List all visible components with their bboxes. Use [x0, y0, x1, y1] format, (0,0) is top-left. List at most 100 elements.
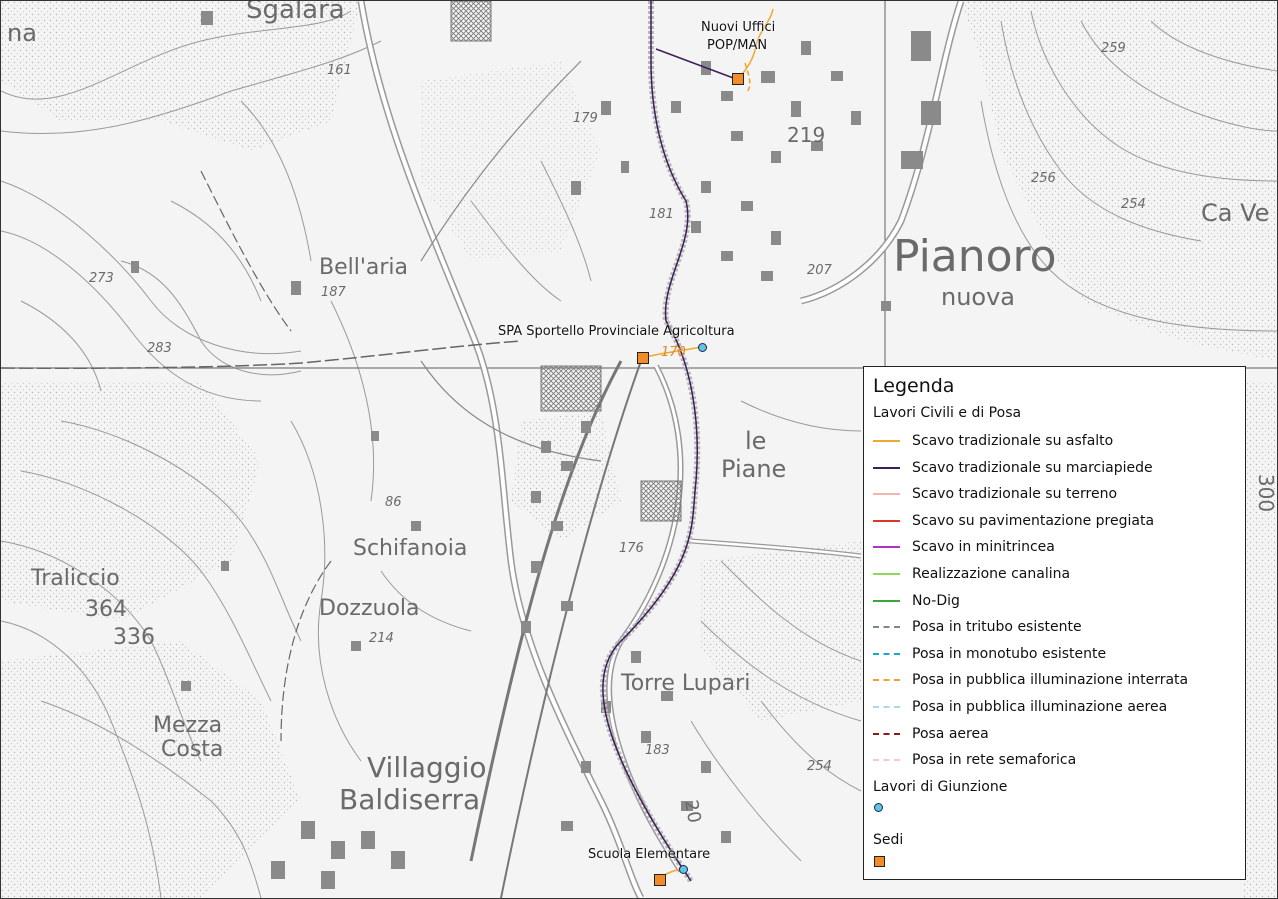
site-label-popman-line2: POP/MAN — [707, 38, 768, 53]
legend-item: Scavo in minitrincea — [873, 534, 1055, 560]
legend-group-sedi: Sedi — [873, 832, 904, 848]
legend-item-label: Realizzazione canalina — [912, 566, 1071, 582]
place-label: Villaggio — [367, 751, 487, 784]
place-label: na — [7, 19, 37, 47]
contour-lines — [1, 10, 1277, 898]
place-label: Traliccio — [31, 566, 120, 591]
legend-item: Scavo su pavimentazione pregiata — [873, 508, 1154, 534]
legend-item: Scavo tradizionale su marciapiede — [873, 455, 1153, 481]
legend-site-symbol — [874, 856, 885, 867]
spot-elevation: 283 — [147, 341, 172, 356]
legend-item: Posa in pubblica illuminazione interrata — [873, 667, 1188, 693]
legend-item-label: Posa in pubblica illuminazione aerea — [912, 699, 1168, 715]
legend-title: Legenda — [873, 375, 955, 397]
place-label: Pianoro — [893, 231, 1057, 282]
place-label: Torre Lupari — [621, 671, 751, 696]
spot-elevation: 86 — [385, 495, 402, 510]
legend-item: No-Dig — [873, 588, 960, 614]
spot-elevation: 179 — [573, 111, 598, 126]
place-label: Dozzuola — [319, 596, 420, 621]
site-marker-popman[interactable] — [732, 73, 744, 85]
place-label: Piane — [721, 455, 787, 483]
legend-item-label: Posa aerea — [912, 725, 989, 742]
legend-item: Realizzazione canalina — [873, 561, 1070, 587]
legend-item: Posa in monotubo esistente — [873, 641, 1106, 667]
legend-line-swatch — [873, 679, 900, 682]
spot-elevation: 259 — [1101, 41, 1126, 56]
place-label: le — [745, 427, 767, 455]
legend-item-label: Posa in tritubo esistente — [912, 619, 1082, 636]
site-label-scuola: Scuola Elementare — [588, 847, 711, 862]
route-sidewalk-branch[interactable] — [655, 48, 737, 80]
legend-item: Posa in rete semaforica — [873, 747, 1076, 773]
place-label: nuova — [941, 283, 1016, 311]
legend-line-swatch — [873, 573, 900, 575]
legend-line-swatch — [873, 466, 900, 469]
spot-elevation: 254 — [807, 759, 832, 774]
legend-item-label: Scavo in minitrincea — [912, 539, 1055, 556]
junction-point[interactable] — [679, 865, 688, 874]
route-illuminazione-dashed[interactable] — [744, 62, 751, 94]
legend-line-swatch — [873, 599, 900, 602]
place-label: Bell'aria — [319, 255, 409, 280]
place-label: Sgalara — [246, 0, 345, 25]
spot-elevation: 219 — [787, 123, 826, 147]
legend-item: Posa in tritubo esistente — [873, 614, 1082, 640]
legend-line-swatch — [873, 440, 900, 442]
legend-line-swatch — [873, 546, 900, 549]
legend-junction-symbol — [874, 803, 883, 812]
spot-elevation: 161 — [327, 63, 352, 78]
site-label-spa: SPA Sportello Provinciale Agricoltura — [498, 324, 735, 339]
route-tritubo[interactable] — [599, 1, 701, 883]
legend-group-giunzione: Lavori di Giunzione — [873, 779, 1008, 795]
spot-elevation: 256 — [1031, 171, 1056, 186]
junction-point[interactable] — [698, 343, 707, 352]
map-legend: Legenda Lavori Civili e di Posa Scavo tr… — [863, 366, 1246, 880]
legend-item: Scavo tradizionale su asfalto — [873, 428, 1113, 454]
spot-elevation: 170 — [661, 345, 686, 360]
spot-elevation: 20 — [680, 798, 705, 825]
legend-line-swatch — [873, 519, 900, 522]
spot-elevation: 187 — [321, 285, 346, 300]
legend-item: Scavo tradizionale su terreno — [873, 481, 1117, 507]
legend-line-swatch — [873, 706, 900, 708]
place-label: Schifanoia — [353, 536, 468, 561]
spot-elevation: 176 — [619, 541, 644, 556]
legend-line-swatch — [873, 626, 900, 629]
spot-elevation: 183 — [645, 743, 670, 758]
place-label: Mezza — [153, 713, 223, 738]
legend-item: Posa aerea — [873, 721, 989, 747]
spot-elevation: 207 — [807, 263, 832, 278]
legend-item-label: Scavo su pavimentazione pregiata — [912, 512, 1155, 529]
legend-item-label: Scavo tradizionale su asfalto — [912, 433, 1114, 449]
legend-item-label: Scavo tradizionale su marciapiede — [912, 459, 1153, 476]
buildings — [131, 1, 941, 889]
legend-line-swatch — [873, 732, 900, 735]
legend-item-label: No-Dig — [912, 592, 960, 609]
spot-elevation: 181 — [649, 207, 674, 222]
site-marker-scuola[interactable] — [654, 874, 666, 886]
place-label: Costa — [161, 737, 224, 762]
legend-item-label: Posa in rete semaforica — [912, 752, 1077, 769]
legend-line-swatch — [873, 652, 900, 655]
site-label-popman: Nuovi Uffici — [701, 20, 776, 35]
spot-elevation: 364 — [85, 597, 127, 622]
legend-item: Posa in pubblica illuminazione aerea — [873, 694, 1167, 720]
legend-line-swatch — [873, 493, 900, 496]
site-marker-spa[interactable] — [637, 352, 649, 364]
legend-item-label: Scavo tradizionale su terreno — [912, 486, 1118, 503]
place-label: Ca Ve — [1201, 199, 1270, 227]
spot-elevation: 214 — [369, 631, 394, 646]
legend-item-label: Posa in pubblica illuminazione interrata — [912, 672, 1189, 689]
spot-elevation: 254 — [1121, 197, 1146, 212]
place-label: Baldiserra — [339, 783, 481, 816]
legend-group-civili: Lavori Civili e di Posa — [873, 405, 1022, 421]
spot-elevation: 273 — [89, 271, 114, 286]
spot-elevation: 336 — [113, 625, 155, 650]
legend-item-label: Posa in monotubo esistente — [912, 645, 1107, 662]
spot-elevation: 300 — [1254, 473, 1278, 513]
legend-line-swatch — [873, 759, 900, 762]
